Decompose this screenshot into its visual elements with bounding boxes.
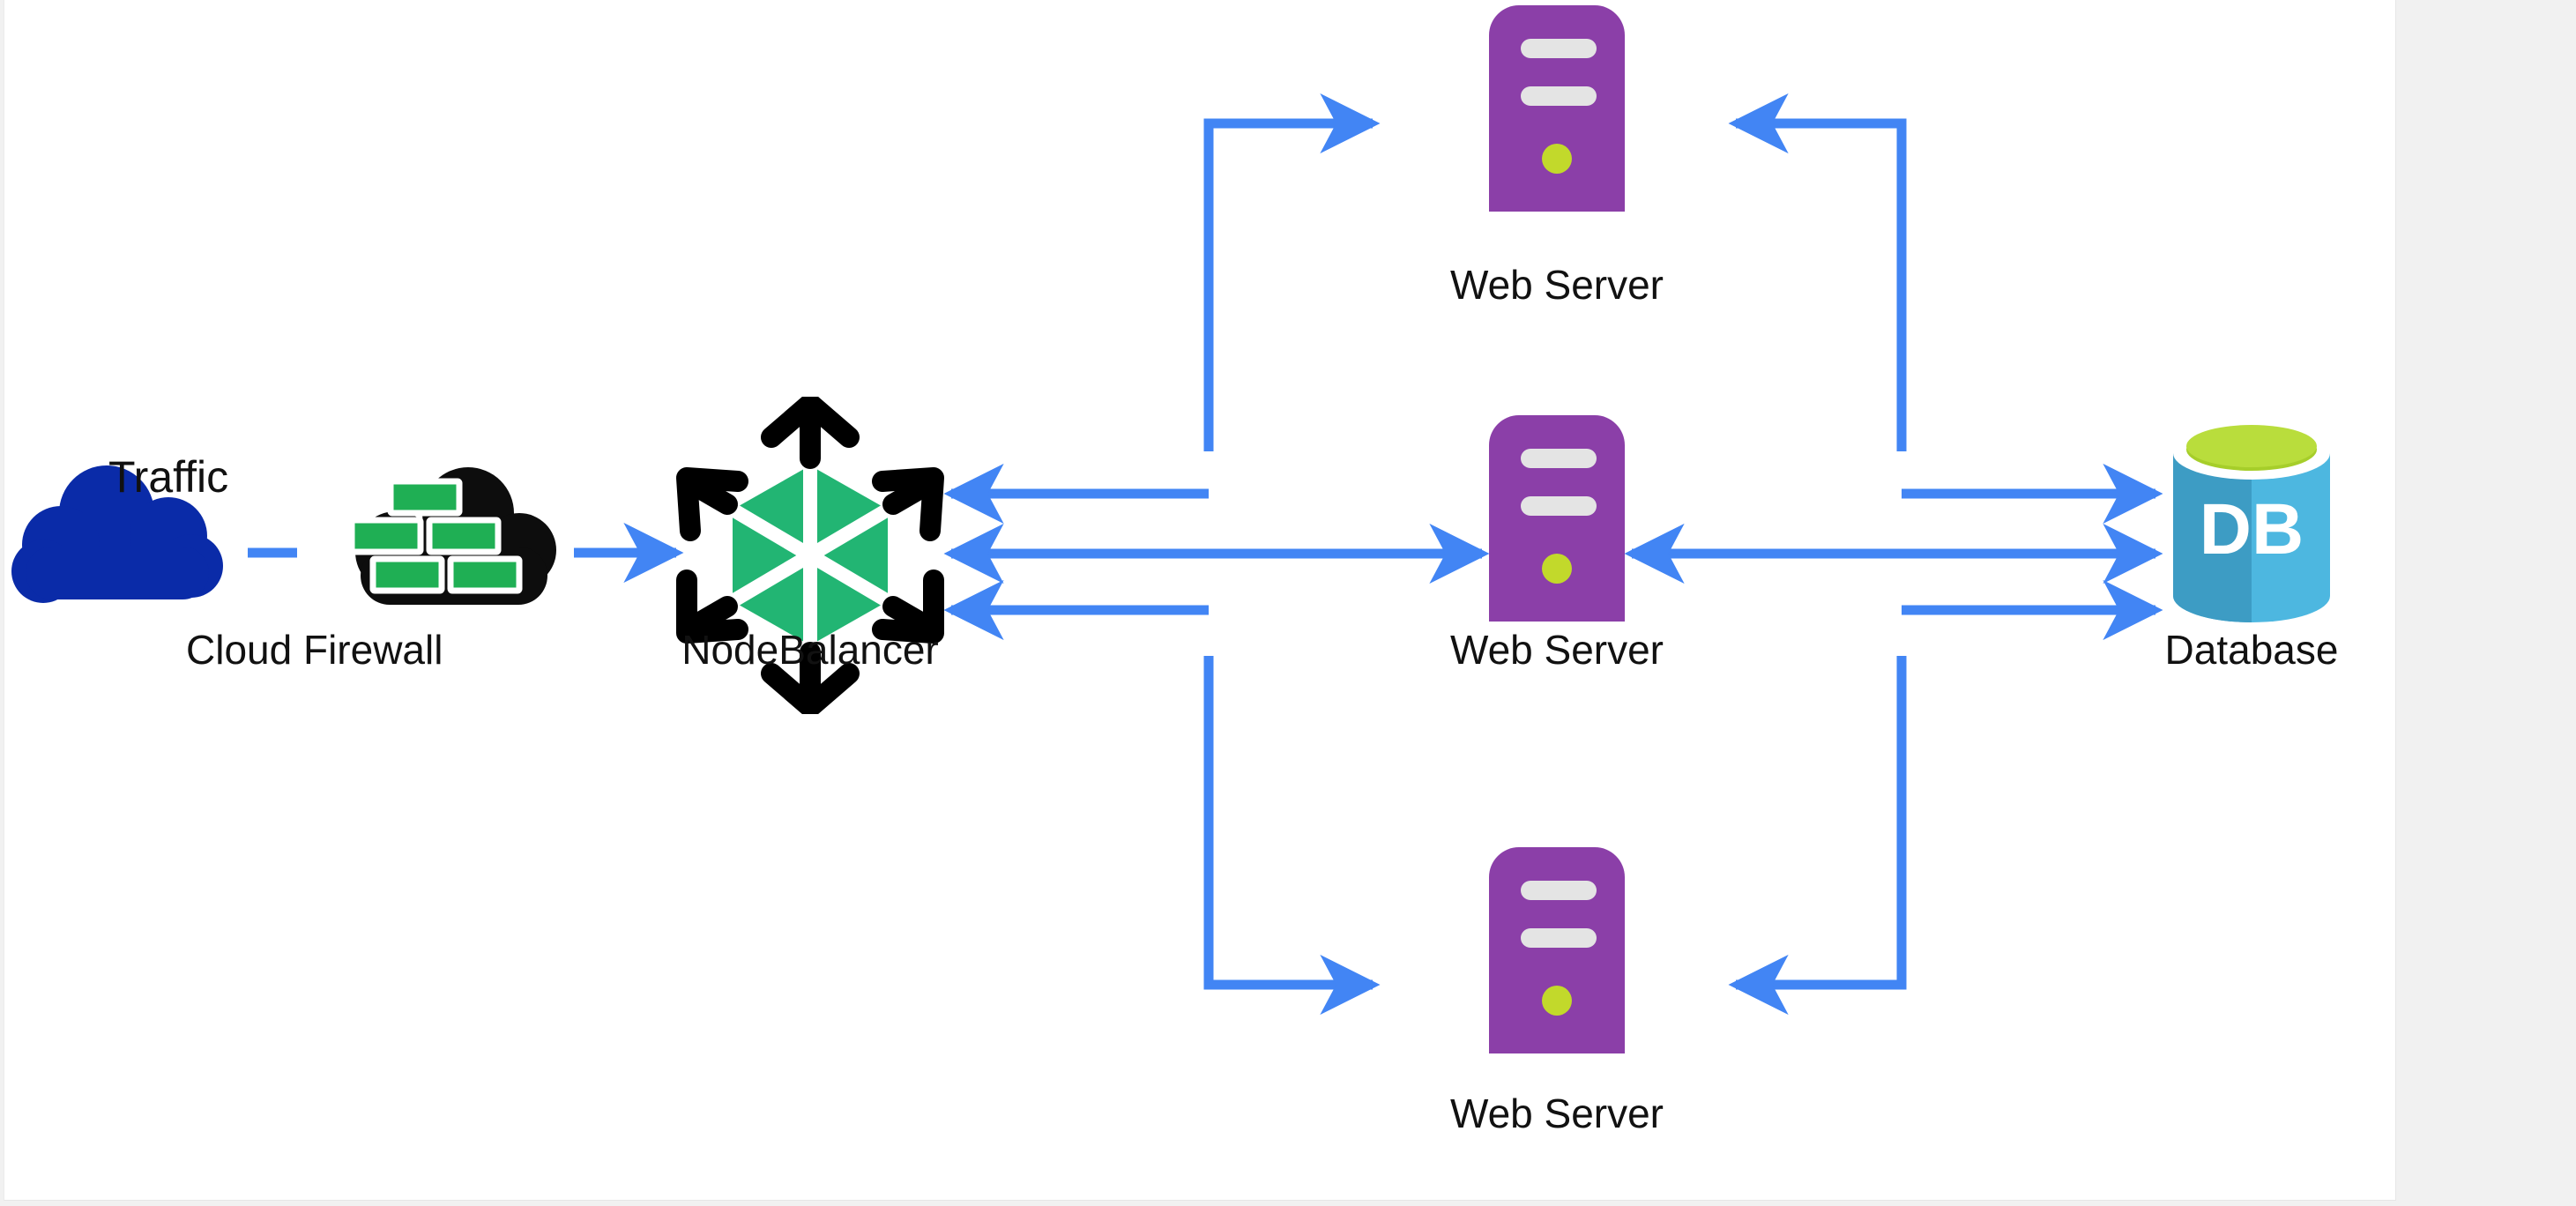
- webserver-top-label: Web Server: [1449, 262, 1664, 308]
- connector-nodebalancer-webserver-top: [1203, 93, 1381, 451]
- connector-layer: [248, 93, 2163, 1016]
- firewall-icon: [348, 467, 556, 605]
- node-nodebalancer[interactable]: [660, 393, 960, 718]
- node-database[interactable]: DB: [2159, 423, 2344, 626]
- connector-nodebalancer-webserver-bottom: [1203, 656, 1381, 1016]
- connector-database-webserver-top: [1728, 93, 1907, 451]
- node-webserver-bottom[interactable]: [1482, 842, 1632, 1058]
- node-cloud-firewall[interactable]: [301, 462, 574, 621]
- cloud-icon: [11, 465, 223, 603]
- nodebalancer-icon: [676, 393, 944, 718]
- db-badge-text: DB: [2200, 489, 2304, 570]
- webserver-middle-label: Web Server: [1449, 627, 1664, 673]
- node-webserver-middle[interactable]: [1482, 410, 1632, 626]
- node-webserver-top[interactable]: [1482, 0, 1632, 216]
- nodebalancer-label: NodeBalancer: [681, 627, 939, 673]
- cloud-firewall-label: Cloud Firewall: [186, 627, 443, 673]
- server-icon: [1489, 847, 1625, 1053]
- server-icon: [1489, 5, 1625, 212]
- server-icon: [1489, 415, 1625, 622]
- node-traffic[interactable]: [8, 458, 228, 617]
- connector-database-webserver-bottom: [1728, 656, 1907, 1016]
- webserver-bottom-label: Web Server: [1449, 1091, 1664, 1136]
- traffic-label: Traffic: [108, 452, 229, 502]
- database-label: Database: [2164, 627, 2339, 673]
- diagram-canvas: Traffic Cloud Firewall: [4, 0, 2396, 1201]
- database-icon: DB: [2173, 425, 2330, 622]
